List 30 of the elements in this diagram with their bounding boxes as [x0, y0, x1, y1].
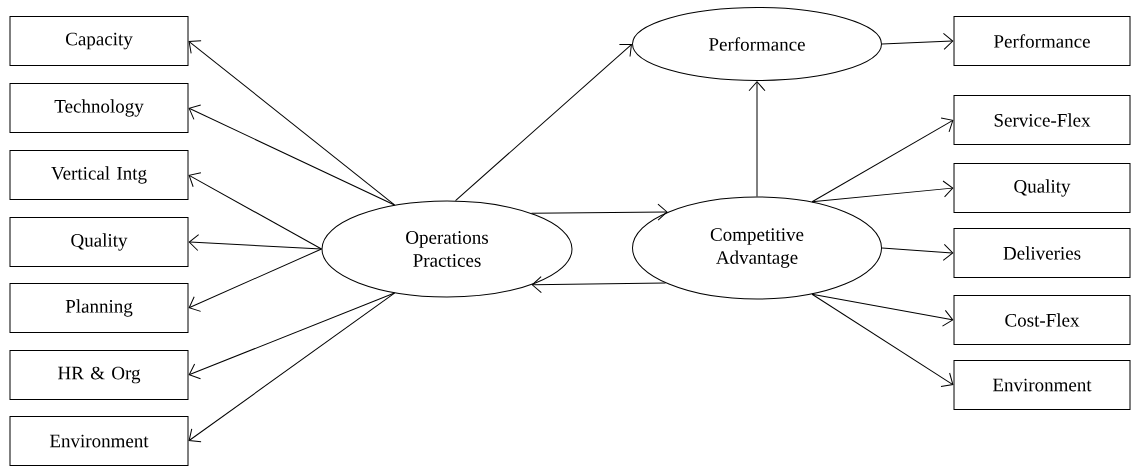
indicator-box: Cost-Flex [953, 295, 1131, 345]
arrow [531, 276, 667, 294]
indicator-box: Quality [9, 217, 189, 267]
arrow [455, 44, 632, 202]
indicator-box: Environment [953, 360, 1131, 410]
indicator-box: Environment [9, 416, 189, 466]
arrow [188, 104, 395, 206]
indicator-box: Capacity [9, 16, 189, 66]
arrow [188, 172, 322, 250]
arrow [188, 234, 322, 251]
arrow [881, 32, 954, 50]
arrow [188, 292, 395, 380]
indicator-box: Performance [953, 16, 1131, 66]
arrow [188, 292, 395, 443]
arrow [811, 293, 954, 327]
arrow [531, 203, 668, 221]
arrow [188, 248, 322, 312]
arrow [811, 180, 954, 203]
indicator-box: Vertical Intg [9, 150, 189, 200]
indicator-box: Technology [9, 83, 189, 133]
arrow [748, 81, 766, 197]
indicator-box: Quality [953, 163, 1131, 213]
arrow [188, 40, 395, 206]
indicator-box: HR & Org [9, 350, 189, 400]
indicator-box: Service-Flex [953, 95, 1131, 145]
arrow [881, 243, 954, 261]
indicator-box: Planning [9, 283, 189, 333]
indicator-box: Deliveries [953, 228, 1131, 278]
arrow [811, 117, 954, 203]
arrow [811, 293, 954, 387]
